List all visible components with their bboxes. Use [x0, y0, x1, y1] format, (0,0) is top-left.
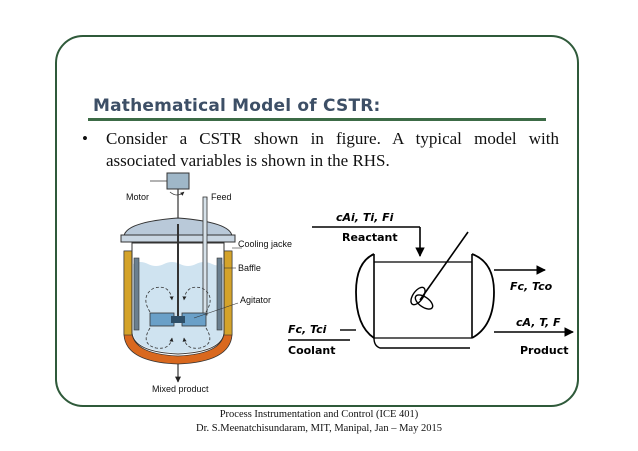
coolant-label: Coolant: [288, 344, 335, 357]
coolant-in-vars: Fc, Tci: [288, 323, 327, 336]
label-mixed-product: Mixed product: [152, 384, 209, 394]
reactant-label: Reactant: [342, 231, 398, 244]
product-label: Product: [520, 344, 569, 357]
label-cooling-jacket: Cooling jacke: [238, 239, 292, 249]
bullet-text-line-2: associated variables is shown in the RHS…: [106, 151, 390, 170]
footer-line-1: Process Instrumentation and Control (ICE…: [219, 409, 419, 420]
coolant-out-vars: Fc, Tco: [510, 280, 553, 293]
cstr-vessel-figure: Motor Feed Cooling jacke Baffle Agitator…: [120, 172, 292, 394]
jacket-left-wall: [123, 250, 133, 336]
impeller: [149, 312, 175, 327]
jacket-right-wall: [223, 250, 233, 336]
baffle: [216, 257, 223, 331]
bullet-text-line-1: Consider a CSTR shown in figure. A typic…: [106, 129, 559, 148]
label-feed: Feed: [211, 192, 232, 202]
schematic-vessel-wall: [355, 253, 375, 339]
bullet-marker: •: [82, 129, 88, 148]
title-underline: [88, 118, 546, 121]
label-agitator: Agitator: [240, 295, 271, 305]
label-motor: Motor: [126, 192, 149, 202]
feed-pipe: [202, 196, 208, 316]
footer-line-2: Dr. S.Meenatchisundaram, MIT, Manipal, J…: [196, 423, 442, 434]
slide-frame: [55, 35, 579, 407]
slide-title: Mathematical Model of CSTR:: [93, 96, 381, 116]
motor-box: [166, 172, 190, 190]
cstr-schematic-figure: cAi, Ti, Fi Reactant Fc, Tco cA, T, F Pr…: [288, 211, 574, 357]
product-vars: cA, T, F: [516, 316, 561, 329]
label-baffle: Baffle: [238, 263, 261, 273]
agitator-shaft: [419, 231, 469, 301]
agitator-impeller: [410, 286, 426, 306]
reactant-vars: cAi, Ti, Fi: [336, 211, 394, 224]
